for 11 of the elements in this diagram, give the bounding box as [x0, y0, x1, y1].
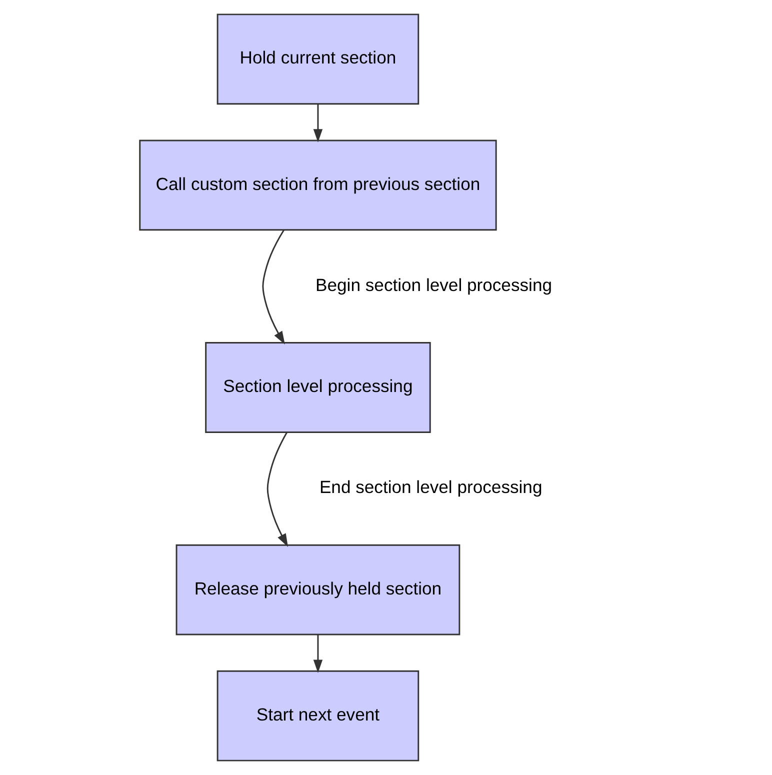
arrow — [266, 432, 288, 547]
node-box: Call custom section from previous section — [138, 140, 496, 231]
arrow — [262, 230, 284, 345]
label: Begin section level processing — [315, 274, 552, 295]
arrow — [312, 104, 322, 142]
node-box: Release previously held section — [175, 544, 460, 636]
node-box: Hold current section — [216, 14, 419, 105]
label: End section level processing — [318, 477, 542, 498]
node-box: Section level processing — [204, 342, 430, 433]
node-box: Start next event — [216, 670, 419, 762]
arrow — [312, 635, 322, 673]
